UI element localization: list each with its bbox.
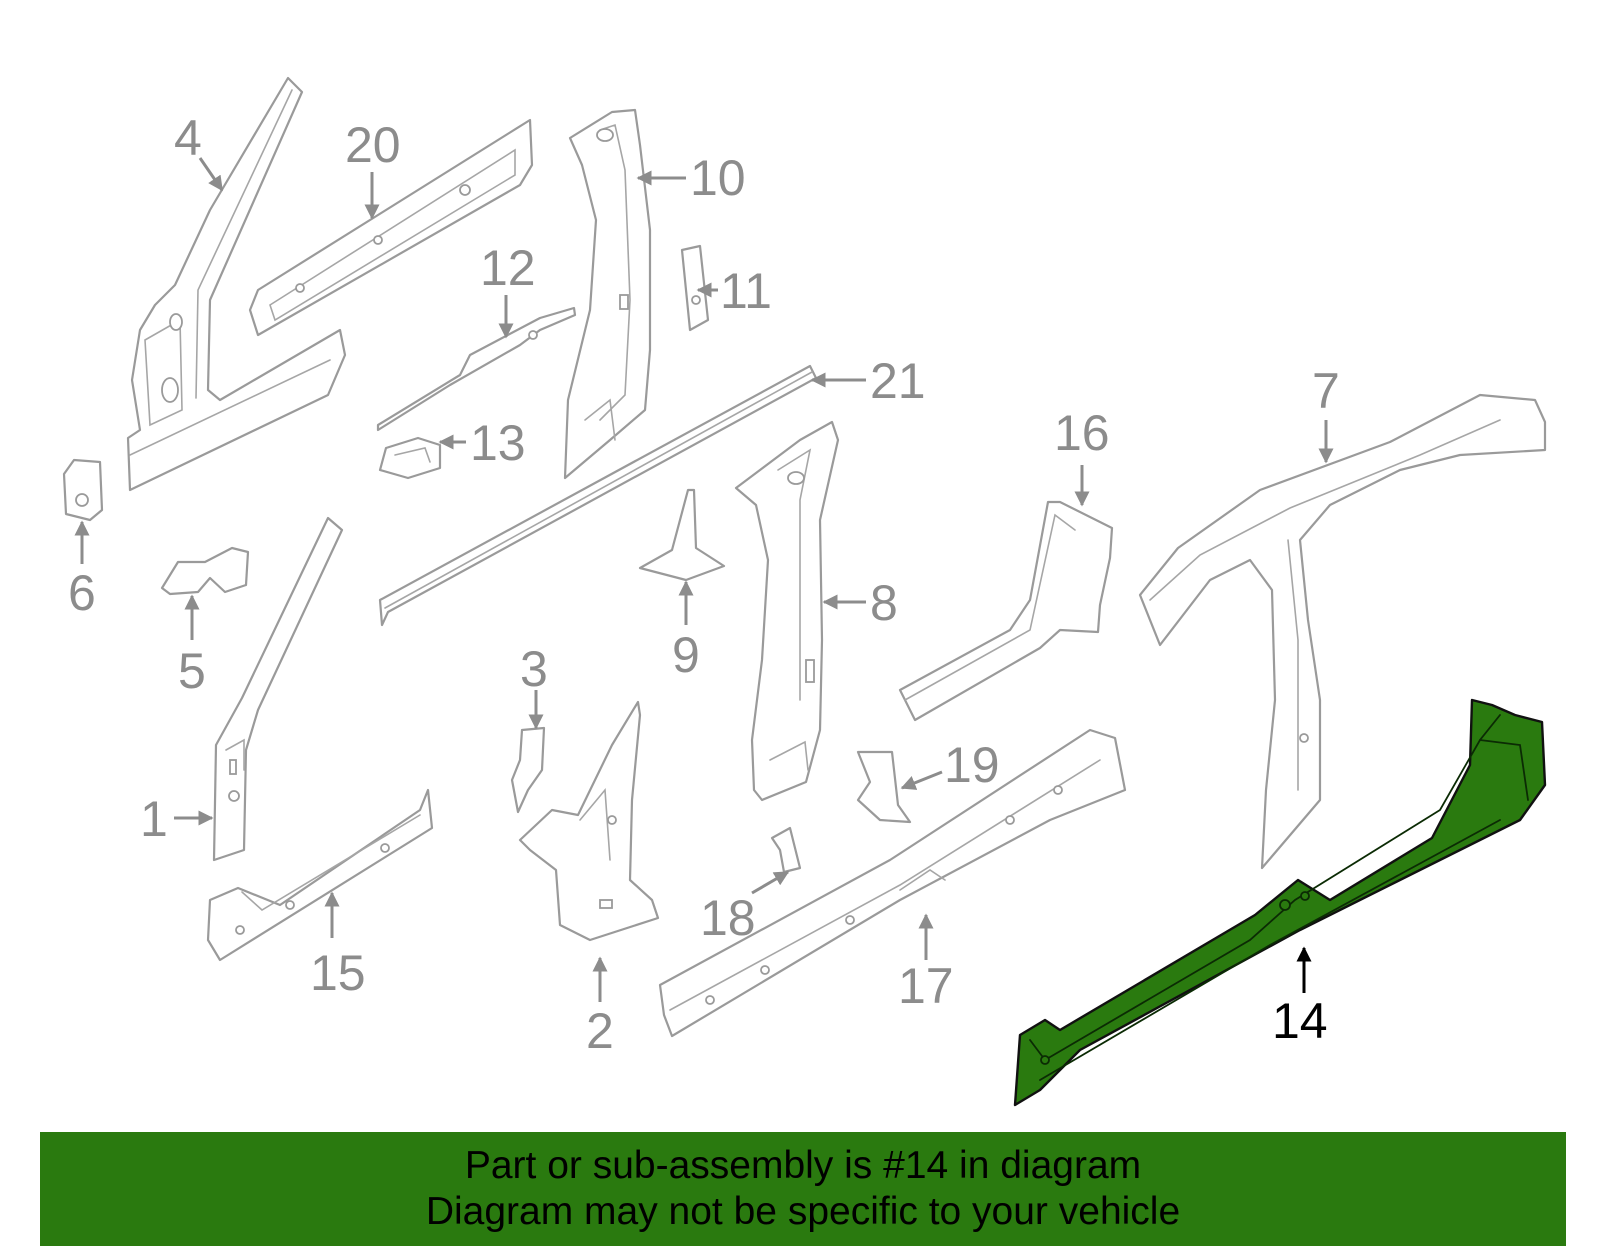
banner-line-1: Part or sub-assembly is #14 in diagram	[464, 1144, 1142, 1187]
callout-17: 17	[898, 958, 954, 1014]
callout-21: 21	[870, 353, 926, 409]
callout-labels: 4 20 10 12 11 13 21 16 7 6 5 9 8 3 1 19 …	[68, 110, 1340, 1059]
part-13[interactable]	[378, 436, 442, 480]
part-7[interactable]	[1138, 393, 1547, 870]
part-19[interactable]	[856, 750, 912, 824]
part-1[interactable]	[212, 516, 344, 862]
part-10[interactable]	[563, 108, 652, 480]
callout-16: 16	[1054, 405, 1110, 461]
callout-3: 3	[520, 641, 548, 697]
callout-6: 6	[68, 565, 96, 621]
callout-10: 10	[690, 150, 746, 206]
callout-8: 8	[870, 575, 898, 631]
part-21[interactable]	[378, 364, 818, 627]
callout-20: 20	[345, 117, 401, 173]
callout-14: 14	[1272, 993, 1328, 1049]
callout-leaders	[74, 157, 1334, 1002]
callout-18: 18	[700, 890, 756, 946]
callout-2: 2	[586, 1003, 614, 1059]
part-20[interactable]	[248, 118, 534, 337]
part-2[interactable]	[518, 700, 660, 942]
part-14-highlighted[interactable]	[1013, 698, 1547, 1107]
part-12[interactable]	[376, 306, 577, 432]
callout-5: 5	[178, 643, 206, 699]
part-16[interactable]	[898, 500, 1114, 722]
callout-12: 12	[480, 240, 536, 296]
callout-4: 4	[174, 110, 202, 166]
part-18[interactable]	[770, 826, 802, 874]
part-info-banner: Part or sub-assembly is #14 in diagram D…	[40, 1132, 1566, 1246]
callout-7: 7	[1312, 363, 1340, 419]
part-5[interactable]	[160, 546, 250, 596]
part-11[interactable]	[680, 244, 710, 332]
part-6[interactable]	[62, 458, 104, 522]
callout-19: 19	[944, 737, 1000, 793]
part-15[interactable]	[206, 788, 434, 962]
part-4[interactable]	[126, 76, 347, 492]
callout-15: 15	[310, 945, 366, 1001]
part-17[interactable]	[658, 728, 1127, 1038]
callout-11: 11	[720, 263, 772, 319]
callout-9: 9	[672, 627, 700, 683]
part-9[interactable]	[638, 488, 726, 582]
callout-1: 1	[140, 791, 168, 847]
part-3[interactable]	[510, 726, 546, 814]
part-8[interactable]	[734, 420, 840, 802]
banner-line-2: Diagram may not be specific to your vehi…	[425, 1190, 1181, 1233]
callout-13: 13	[470, 415, 526, 471]
